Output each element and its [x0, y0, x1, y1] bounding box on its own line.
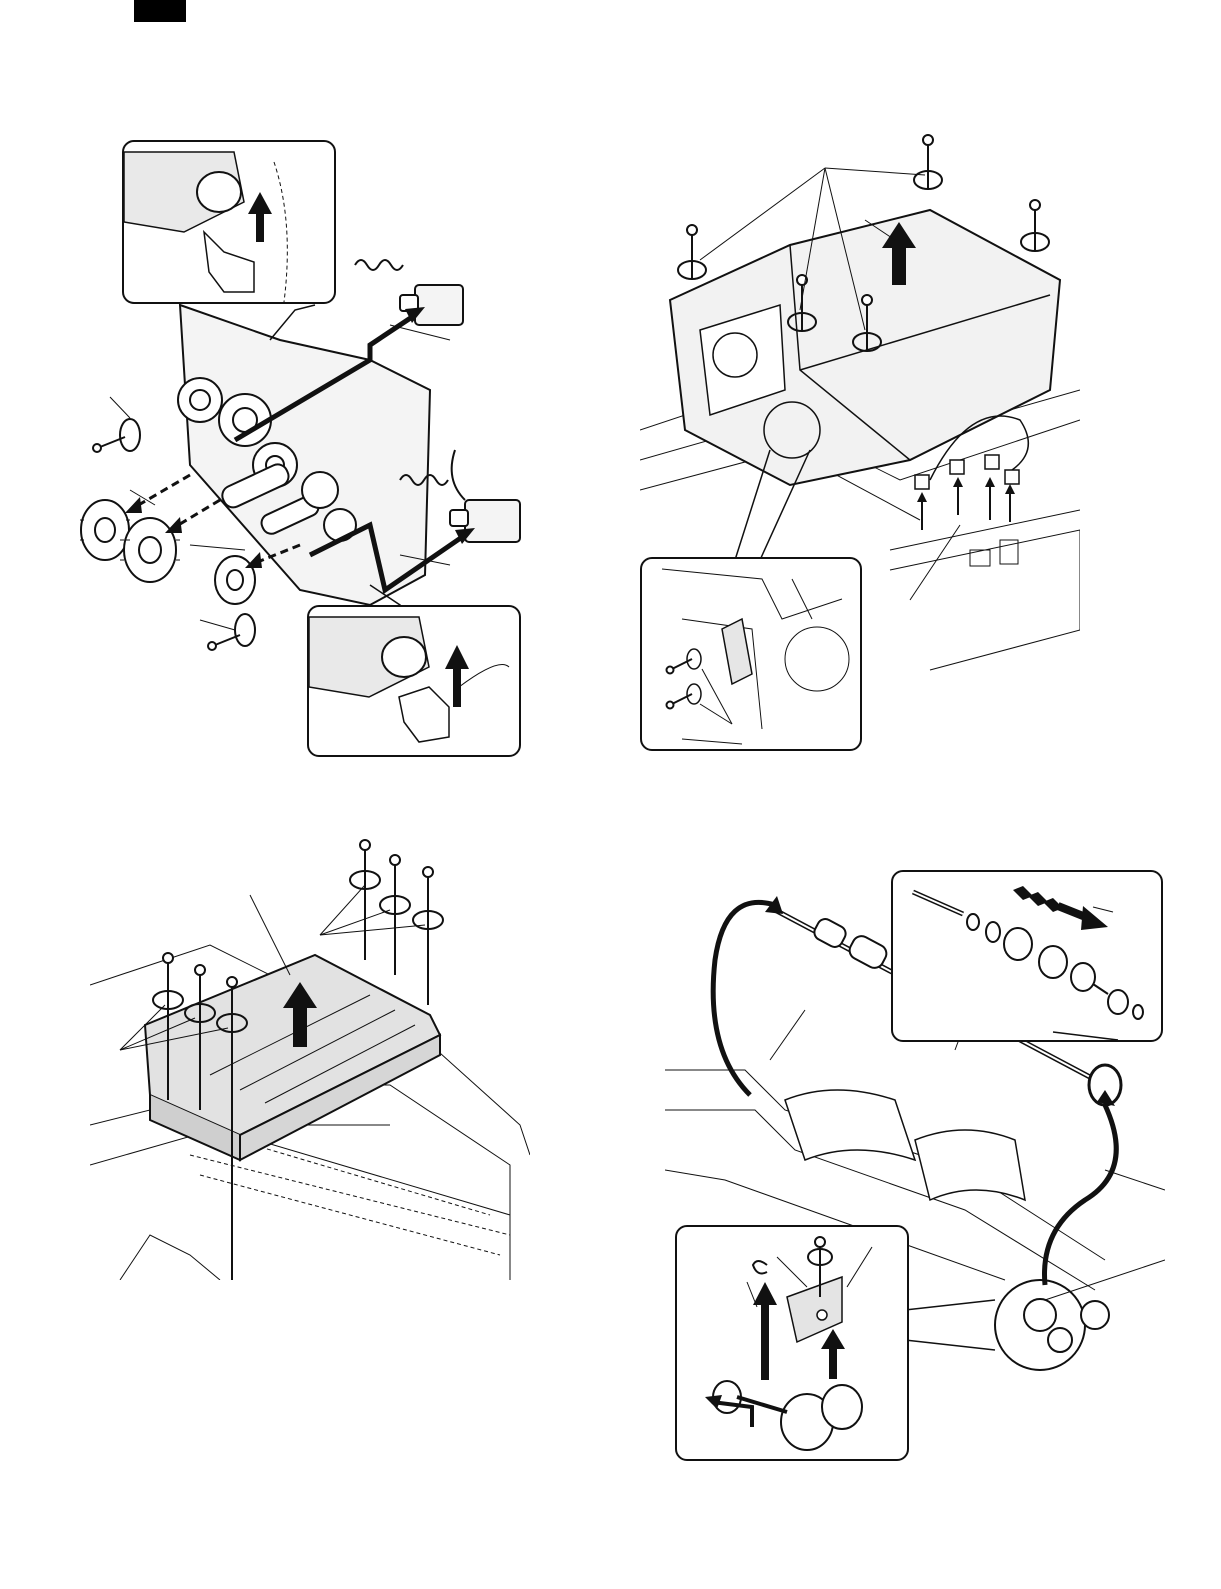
figure-upper-unit-removal [640, 130, 1080, 755]
lower-solenoid-detail-drawing [309, 607, 519, 755]
roller-parts-drawing [893, 872, 1161, 1040]
figure-gear-solenoid-assembly [70, 135, 530, 760]
upper-solenoid-detail-drawing [124, 142, 334, 302]
section-tab-marker [134, 0, 186, 22]
figure-roller-removal [665, 870, 1165, 1460]
inset-upper-solenoid-detail [122, 140, 336, 304]
sensor-detail-drawing [642, 559, 860, 749]
bracket-detail-drawing [677, 1227, 907, 1459]
figure-cover-removal [90, 835, 530, 1280]
inset-lower-solenoid-detail [307, 605, 521, 757]
inset-roller-parts-exploded [891, 870, 1163, 1042]
cover-drawing [90, 835, 530, 1280]
inset-sensor-detail [640, 557, 862, 751]
inset-bracket-detail [675, 1225, 909, 1461]
